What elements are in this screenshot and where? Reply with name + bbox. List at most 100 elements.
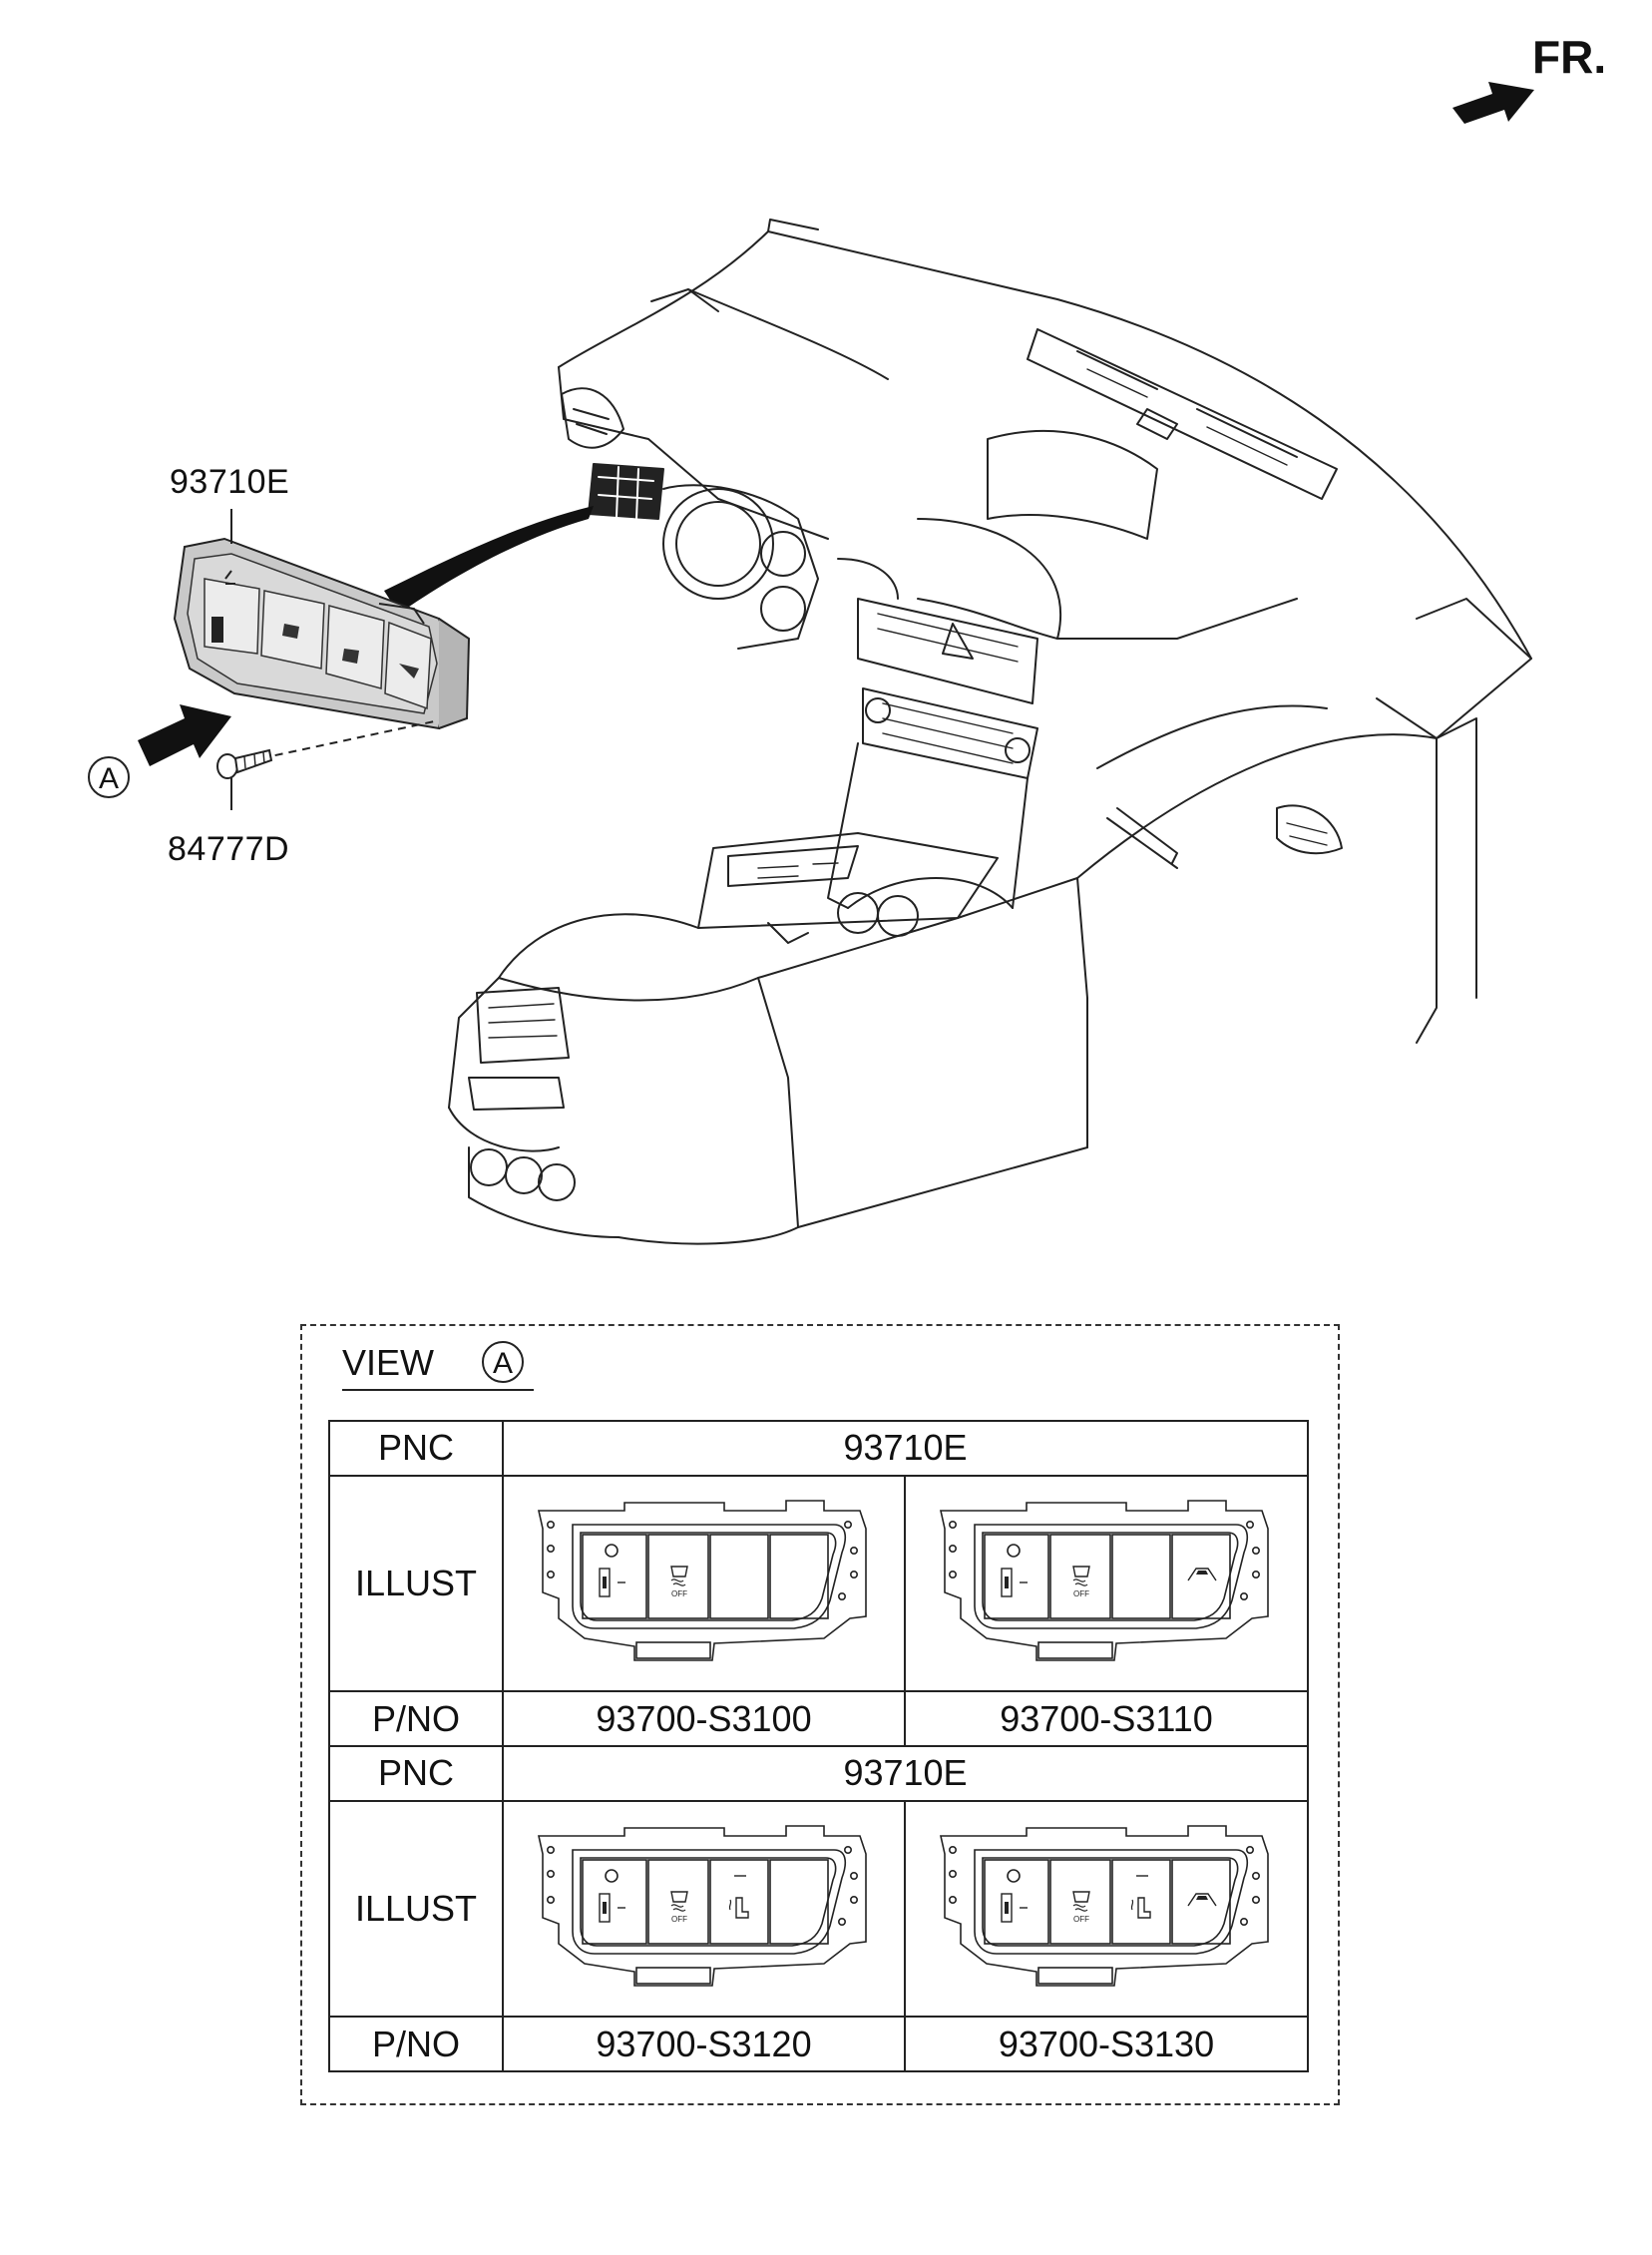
- mounting-hole: [948, 1520, 957, 1529]
- view-direction-arrow-icon: [138, 704, 231, 766]
- esc-off-label: OFF: [671, 1915, 687, 1924]
- hill-descent-car: [1196, 1895, 1208, 1900]
- front-direction-label: FR.: [1532, 31, 1607, 83]
- view-title-marker: A: [482, 1341, 524, 1383]
- esc-off-label: OFF: [1073, 1915, 1089, 1924]
- mounting-hole: [1239, 1917, 1248, 1926]
- row-label-pnc: PNC: [328, 1744, 504, 1802]
- switch-button: [646, 1534, 709, 1619]
- leveling-wheel-mark: [1005, 1576, 1009, 1588]
- mounting-hole: [948, 1869, 957, 1878]
- switch-button: [1049, 1859, 1111, 1945]
- headlamp-level-icon: [1007, 1544, 1021, 1558]
- connector-tab: [1037, 1641, 1113, 1659]
- mounting-hole: [843, 1845, 852, 1854]
- table-row-pnc-1: PNC 93710E: [328, 1420, 1309, 1477]
- esc-skid-icon: [1072, 1904, 1088, 1912]
- mounting-hole: [546, 1895, 555, 1904]
- table-row-illust-1: ILLUST OFF OFF: [328, 1474, 1309, 1693]
- seat-heat-icon: [1137, 1897, 1151, 1919]
- illust-cell: OFF: [502, 1474, 906, 1693]
- mounting-hole: [546, 1544, 555, 1553]
- mounting-hole: [837, 1917, 846, 1926]
- switch-button: [984, 1859, 1049, 1945]
- screw-illustration: [216, 748, 273, 779]
- switch-bezel: [974, 1849, 1249, 1955]
- mounting-hole: [546, 1869, 555, 1878]
- connector-tab: [634, 1641, 711, 1659]
- mounting-hole: [948, 1845, 957, 1854]
- mounting-hole: [837, 1591, 846, 1600]
- mounting-hole: [948, 1544, 957, 1553]
- part-number: 93700-S3110: [904, 1690, 1309, 1747]
- seat-heat-icon: [734, 1897, 749, 1919]
- mounting-hole: [849, 1570, 858, 1578]
- esc-car-icon: [669, 1566, 688, 1578]
- view-marker-A: A: [88, 756, 130, 798]
- mounting-hole: [849, 1895, 858, 1904]
- hill-descent-icon: [1187, 1568, 1217, 1581]
- switch-button: [708, 1859, 769, 1945]
- switch-button: [1111, 1534, 1171, 1619]
- headlamp-level-icon: [604, 1869, 619, 1883]
- screw-alignment-dashline: [260, 719, 440, 759]
- table-row-illust-2: ILLUST OFF OFF: [328, 1799, 1309, 2019]
- mounting-hole: [1251, 1546, 1260, 1555]
- mounting-hole: [1245, 1520, 1254, 1529]
- row-label-pno: P/NO: [328, 1690, 504, 1747]
- mounting-hole: [948, 1895, 957, 1904]
- switch-button: [581, 1534, 647, 1619]
- switch-illustration: OFF: [940, 1825, 1269, 1987]
- view-a-frame: [300, 1324, 1340, 2105]
- part-number: 93700-S3120: [502, 2016, 906, 2072]
- illust-cell: OFF: [904, 1474, 1309, 1693]
- mounting-hole: [1245, 1845, 1254, 1854]
- headlamp-level-icon: [1007, 1869, 1021, 1883]
- leveling-wheel-mark: [602, 1576, 607, 1588]
- mounting-hole: [843, 1520, 852, 1529]
- switch-assembly-illustration: [173, 537, 471, 730]
- switch-button: [646, 1859, 709, 1945]
- esc-car-icon: [1072, 1891, 1090, 1903]
- mounting-hole: [1251, 1871, 1260, 1880]
- hill-descent-icon: [1187, 1893, 1217, 1907]
- switch-button: [1111, 1859, 1171, 1945]
- switch-illustration: OFF: [940, 1500, 1269, 1661]
- switch-illustration: OFF: [537, 1500, 867, 1661]
- headlamp-level-icon: [604, 1544, 619, 1558]
- pnc-value: 93710E: [502, 1420, 1309, 1477]
- switch-bracket-outline: [940, 1825, 1269, 1987]
- view-title-underline: [342, 1389, 534, 1391]
- mounting-hole: [546, 1570, 555, 1578]
- parts-table: PNC 93710E ILLUST OFF OFF P/NO 93700-S31…: [328, 1420, 1309, 2072]
- switch-button: [768, 1534, 829, 1619]
- mounting-hole: [1239, 1591, 1248, 1600]
- switch-button: [768, 1859, 829, 1945]
- switch-bezel: [571, 1524, 846, 1629]
- heat-wave: [1130, 1899, 1134, 1911]
- switch-button: [1171, 1534, 1231, 1619]
- switch-button: [708, 1534, 769, 1619]
- switch-bezel-inner: [982, 1532, 1239, 1621]
- esc-skid-icon: [670, 1578, 685, 1586]
- switch-bracket-outline: [537, 1500, 867, 1661]
- switch-bracket-outline: [537, 1825, 867, 1987]
- illust-cell: OFF: [502, 1799, 906, 2019]
- switch-button: [1171, 1859, 1231, 1945]
- switch-button: [581, 1859, 647, 1945]
- front-direction-arrow-icon: [1452, 82, 1534, 124]
- mounting-hole: [546, 1845, 555, 1854]
- mounting-hole: [1251, 1895, 1260, 1904]
- esc-off-label: OFF: [671, 1589, 687, 1598]
- mounting-hole: [1251, 1570, 1260, 1578]
- mounting-hole: [849, 1871, 858, 1880]
- table-row-pno-2: P/NO 93700-S3120 93700-S3130: [328, 2016, 1309, 2072]
- part-number: 93700-S3130: [904, 2016, 1309, 2072]
- row-label-illust: ILLUST: [328, 1799, 504, 2019]
- table-row-pnc-2: PNC 93710E: [328, 1744, 1309, 1802]
- esc-car-icon: [669, 1891, 688, 1903]
- callout-84777D: 84777D: [168, 830, 290, 868]
- location-pointer-arrow-icon: [384, 506, 594, 614]
- row-label-illust: ILLUST: [328, 1474, 504, 1693]
- esc-car-icon: [1072, 1566, 1090, 1578]
